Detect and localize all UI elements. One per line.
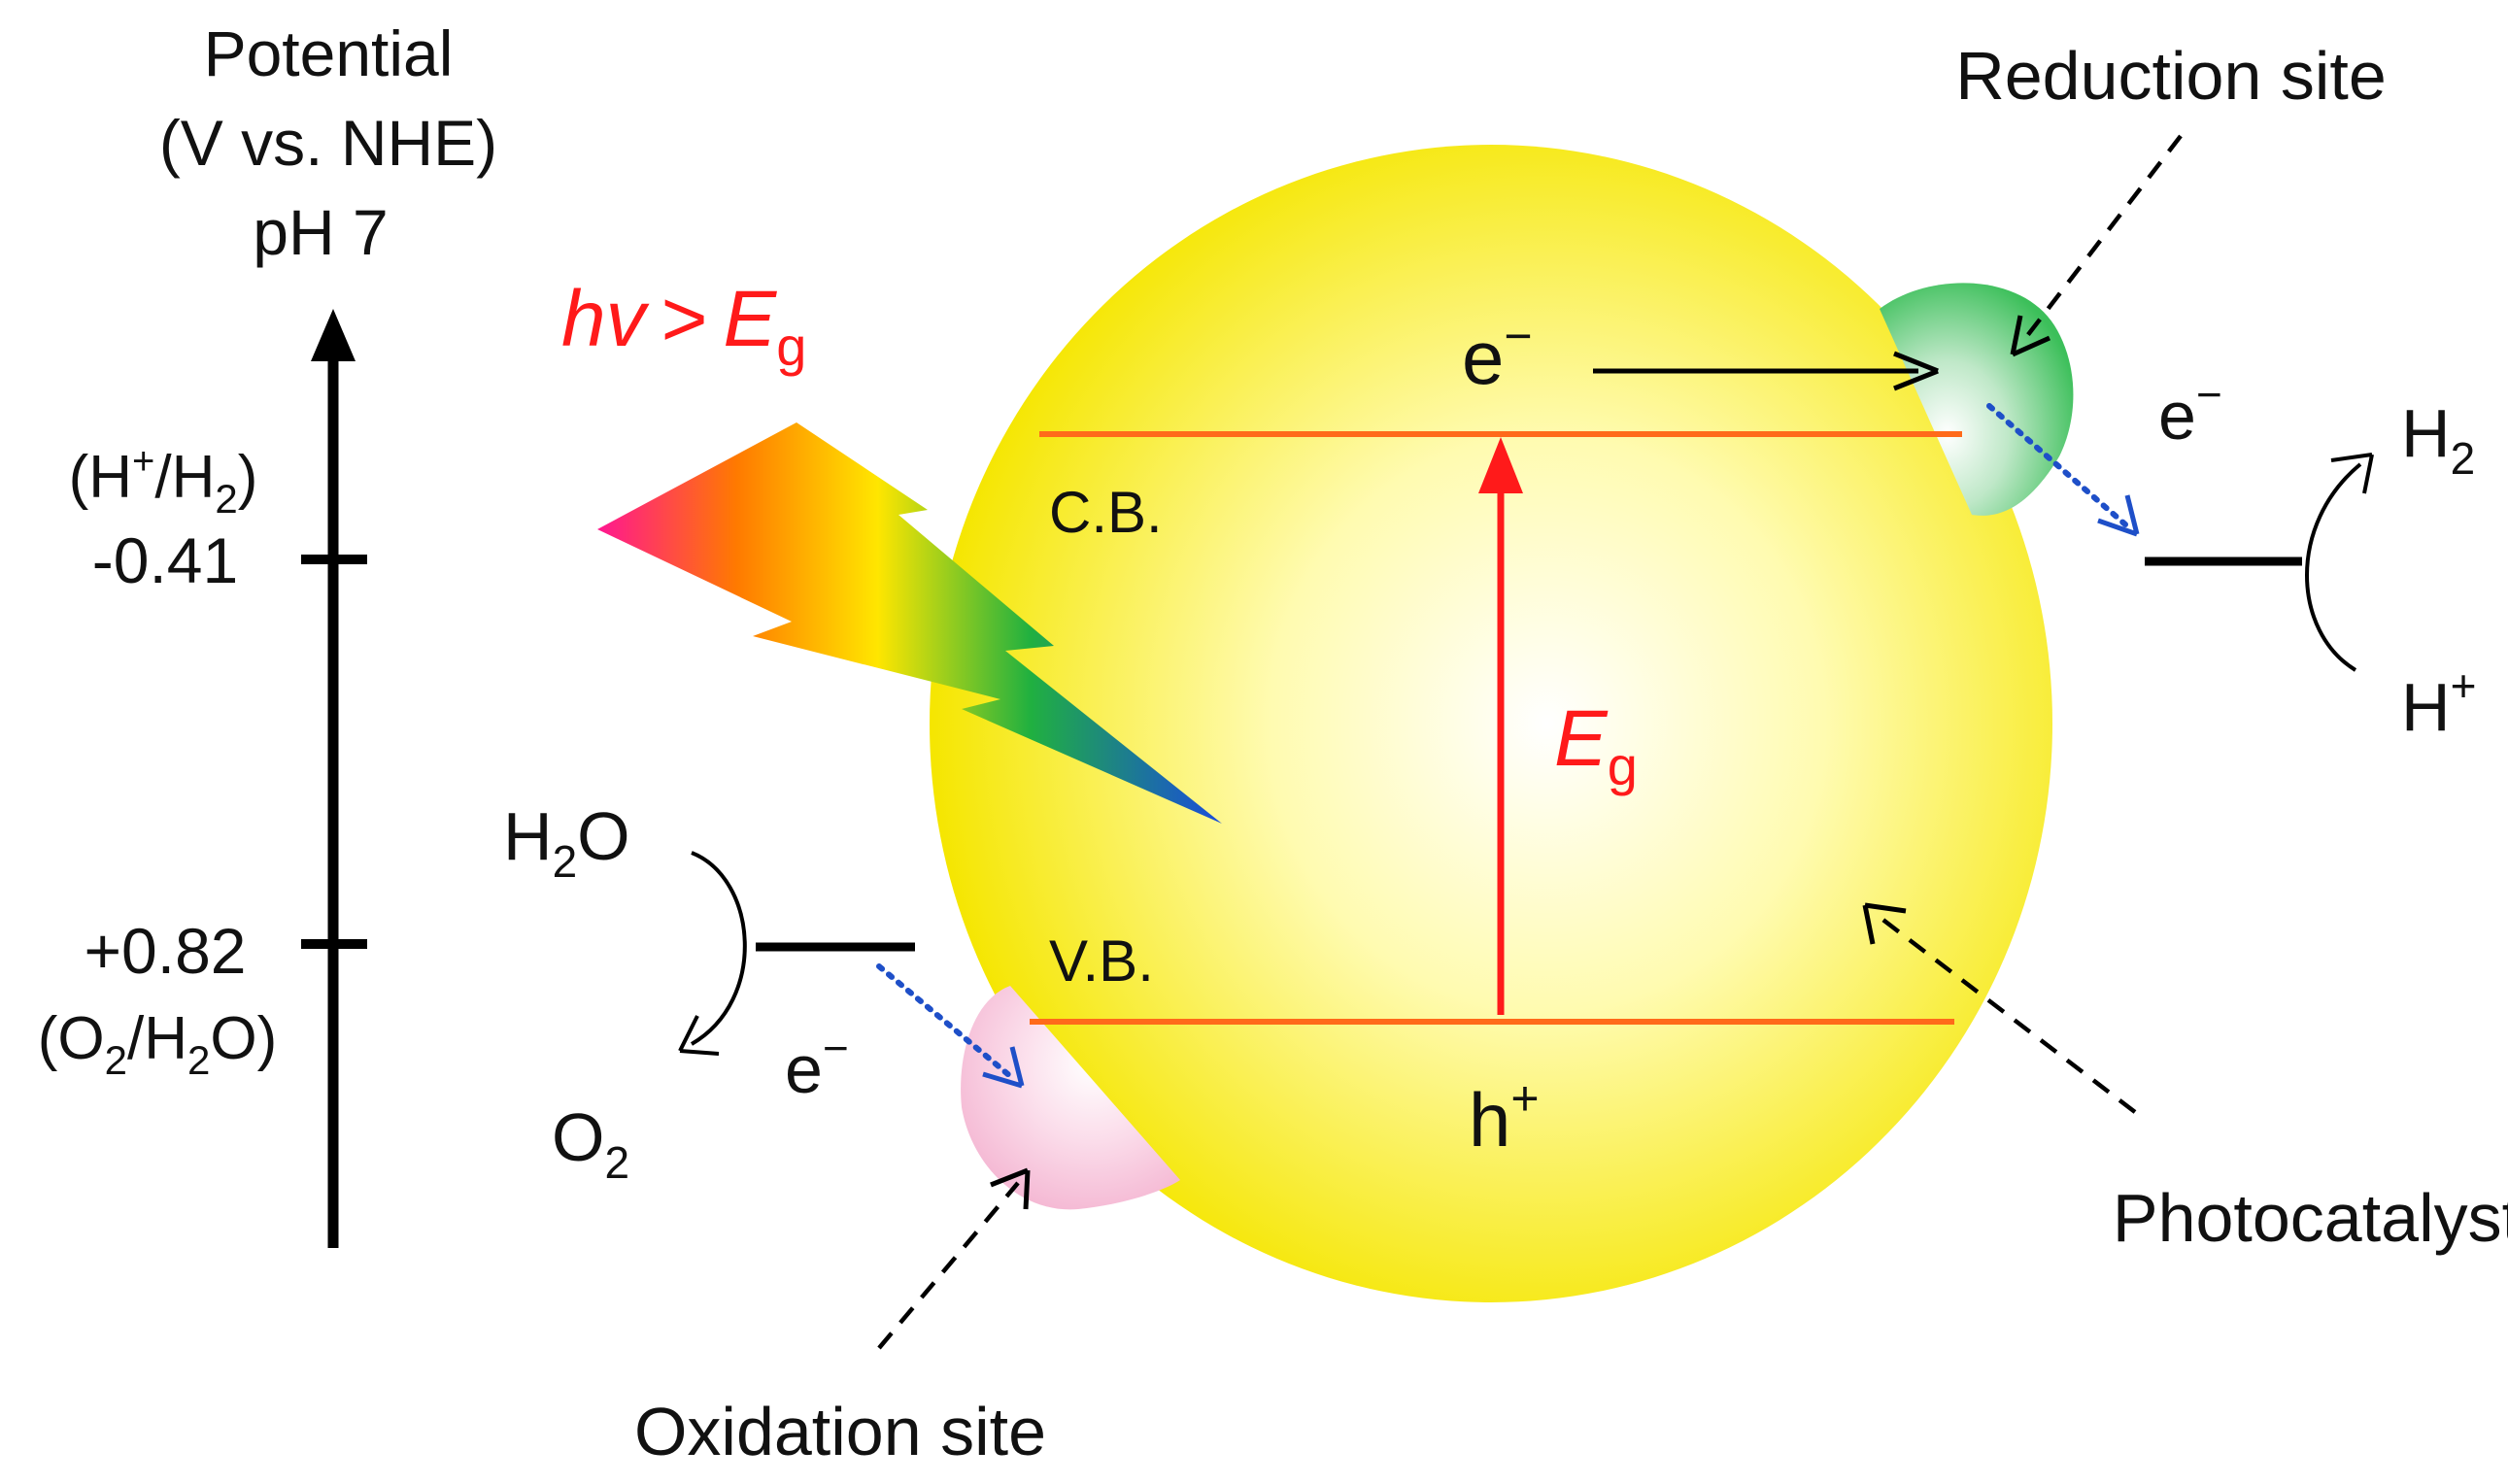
reduction-site-cocatalyst	[1880, 283, 2074, 516]
reduction-site-label: Reduction site	[1955, 38, 2387, 114]
light-energy-label: hv>Eg	[561, 275, 806, 377]
reduction-electron-transfer	[1986, 403, 2128, 527]
o2-potential-value: +0.82	[85, 915, 247, 987]
axis-title-line2: (V vs. NHE)	[159, 107, 497, 179]
vb-hole-label: h+	[1469, 1071, 1540, 1163]
o2-product-label: O2	[552, 1099, 629, 1188]
reduction-electron-transfer-head	[2097, 494, 2140, 537]
reduction-electron-label: e−	[2158, 369, 2222, 454]
axis-arrowhead	[311, 309, 356, 361]
reduction-site-pointer-head	[2010, 315, 2051, 357]
axis-title-line3: pH 7	[253, 196, 388, 268]
h2-potential-value: -0.41	[92, 524, 238, 596]
oxidation-electron-transfer-head	[982, 1046, 1025, 1089]
oxidation-electron-transfer	[876, 963, 1013, 1079]
oxidation-electron-label: e−	[785, 1023, 849, 1107]
axis-title-line1: Potential	[204, 17, 454, 89]
o2-reaction-curve	[690, 851, 747, 1046]
cb-electron-label: e−	[1462, 309, 1533, 400]
o2-reaction-arrowhead	[678, 1015, 720, 1056]
h2-reaction-arrowhead	[2330, 453, 2374, 494]
photocatalyst-label: Photocatalyst	[2113, 1180, 2508, 1256]
potential-axis: Potential (V vs. NHE) pH 7 (H+/H2) -0.41…	[38, 17, 497, 1248]
h2-product-label: H2	[2401, 395, 2475, 484]
oxidation-site-pointer-head	[990, 1167, 1031, 1210]
h2-reaction-curve	[2305, 462, 2362, 672]
h-plus-reactant-label: H+	[2401, 660, 2476, 745]
light-bolt-icon	[597, 422, 1222, 824]
o2-couple-label: (O2/H2O)	[38, 1005, 277, 1083]
conduction-band-label: C.B.	[1049, 480, 1163, 545]
photocatalyst-pointer-head	[1862, 902, 1907, 945]
band-gap-label: Eg	[1554, 694, 1638, 796]
h2o-reactant-label: H2O	[503, 798, 630, 887]
oxidation-site-pointer	[877, 1181, 1020, 1350]
photocatalyst-pointer	[1875, 913, 2137, 1114]
band-gap-arrowhead	[1478, 437, 1523, 493]
oxidation-site-label: Oxidation site	[634, 1394, 1046, 1469]
electron-migration-arrowhead	[1893, 351, 1939, 391]
valence-band-label: V.B.	[1049, 928, 1154, 994]
oxidation-site-cocatalyst	[961, 986, 1180, 1210]
reduction-site-pointer	[2018, 134, 2183, 347]
h2-couple-label: (H+/H2)	[69, 440, 258, 522]
